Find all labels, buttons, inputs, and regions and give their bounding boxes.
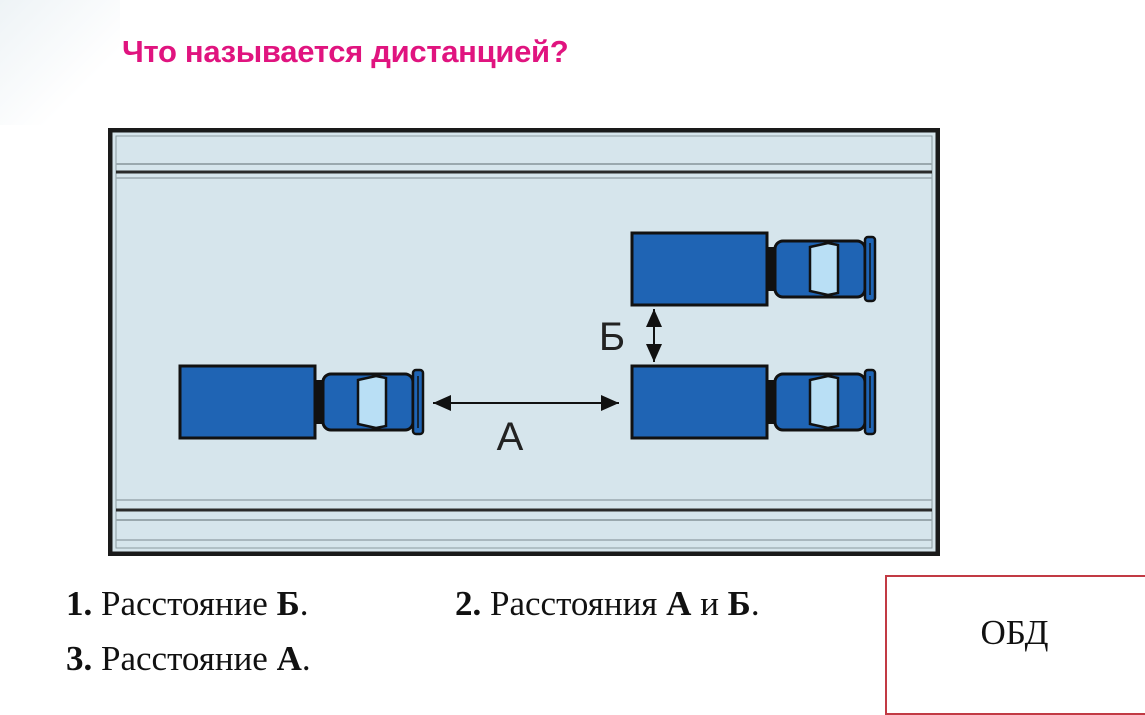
label-a: А [497,415,524,459]
question-title: Что называется дистанцией? [122,34,569,69]
answer-option-3[interactable]: 3. Расстояние А. [66,639,311,678]
road-svg: А Б [108,128,940,556]
truck-icon [178,364,425,440]
answer-option-1[interactable]: 1. Расстояние Б. [66,584,309,623]
truck-icon [630,231,877,307]
section-label: ОБД [980,613,1049,652]
truck-icon [630,364,877,440]
label-b: Б [599,315,625,359]
section-badge: ОБД [885,575,1145,715]
background-tint [0,0,120,125]
road-diagram: А Б [108,128,940,556]
answer-option-2[interactable]: 2. Расстояния А и Б. [455,584,760,623]
